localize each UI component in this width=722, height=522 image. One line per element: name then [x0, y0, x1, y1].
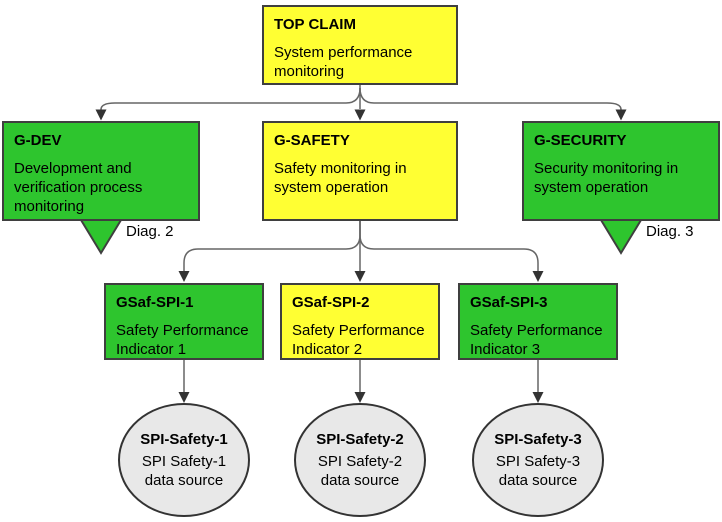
diag-ref-triangle-icon: [599, 219, 643, 255]
node-g-security: G-SECURITY Security monitoring in system…: [522, 121, 720, 221]
node-gsaf-spi-2-text: Safety Performance Indicator 2: [292, 322, 425, 358]
edge-topclaim-to-gdev: [100, 87, 361, 110]
node-spi-safety-1: SPI-Safety-1 SPI Safety-1 data source: [118, 403, 250, 517]
node-top-claim-id: TOP CLAIM: [274, 16, 356, 33]
node-g-dev-text: Development and verification process mon…: [14, 160, 143, 215]
edge-gsafety-to-spi3: [359, 221, 539, 271]
node-gsaf-spi-2: GSaf-SPI-2 Safety Performance Indicator …: [280, 283, 440, 360]
arrowhead-icon: [532, 271, 544, 282]
node-gsaf-spi-1-text: Safety Performance Indicator 1: [116, 322, 249, 358]
arrowhead-icon: [532, 392, 544, 403]
node-spi-safety-2-text: SPI Safety-2 data source: [317, 453, 403, 489]
node-gsaf-spi-2-id: GSaf-SPI-2: [292, 294, 370, 311]
diag-ref-label-2: Diag. 2: [126, 223, 174, 240]
arrowhead-icon: [354, 271, 366, 282]
node-spi-safety-3-text: SPI Safety-3 data source: [495, 453, 581, 489]
node-gsaf-spi-1: GSaf-SPI-1 Safety Performance Indicator …: [104, 283, 264, 360]
arrowhead-icon: [178, 271, 190, 282]
diag-ref-triangle-icon: [79, 219, 123, 255]
node-top-claim: TOP CLAIM System performance monitoring: [262, 5, 458, 85]
node-g-dev-id: G-DEV: [14, 132, 62, 149]
node-g-safety-text: Safety monitoring in system operation: [274, 160, 407, 196]
node-gsaf-spi-3: GSaf-SPI-3 Safety Performance Indicator …: [458, 283, 618, 360]
node-spi-safety-2-id: SPI-Safety-2: [316, 431, 404, 448]
node-g-security-id: G-SECURITY: [534, 132, 627, 149]
arrowhead-icon: [354, 109, 366, 121]
node-gsaf-spi-3-id: GSaf-SPI-3: [470, 294, 548, 311]
arrowhead-icon: [95, 109, 107, 121]
node-spi-safety-3-id: SPI-Safety-3: [494, 431, 582, 448]
arrowhead-icon: [615, 109, 627, 121]
node-g-safety: G-SAFETY Safety monitoring in system ope…: [262, 121, 458, 221]
node-g-security-text: Security monitoring in system operation: [534, 160, 679, 196]
node-gsaf-spi-1-id: GSaf-SPI-1: [116, 294, 194, 311]
edge-topclaim-to-gsecurity: [359, 87, 622, 110]
node-spi-safety-1-text: SPI Safety-1 data source: [141, 453, 227, 489]
node-g-safety-id: G-SAFETY: [274, 132, 350, 149]
diag-ref-label-3: Diag. 3: [646, 223, 694, 240]
node-spi-safety-1-id: SPI-Safety-1: [140, 431, 228, 448]
arrowhead-icon: [354, 392, 366, 403]
node-top-claim-text: System performance monitoring: [274, 44, 413, 80]
node-spi-safety-2: SPI-Safety-2 SPI Safety-2 data source: [294, 403, 426, 517]
arrowhead-icon: [178, 392, 190, 403]
node-spi-safety-3: SPI-Safety-3 SPI Safety-3 data source: [472, 403, 604, 517]
node-gsaf-spi-3-text: Safety Performance Indicator 3: [470, 322, 603, 358]
node-g-dev: G-DEV Development and verification proce…: [2, 121, 200, 221]
edge-gsafety-to-spi1: [183, 221, 361, 271]
